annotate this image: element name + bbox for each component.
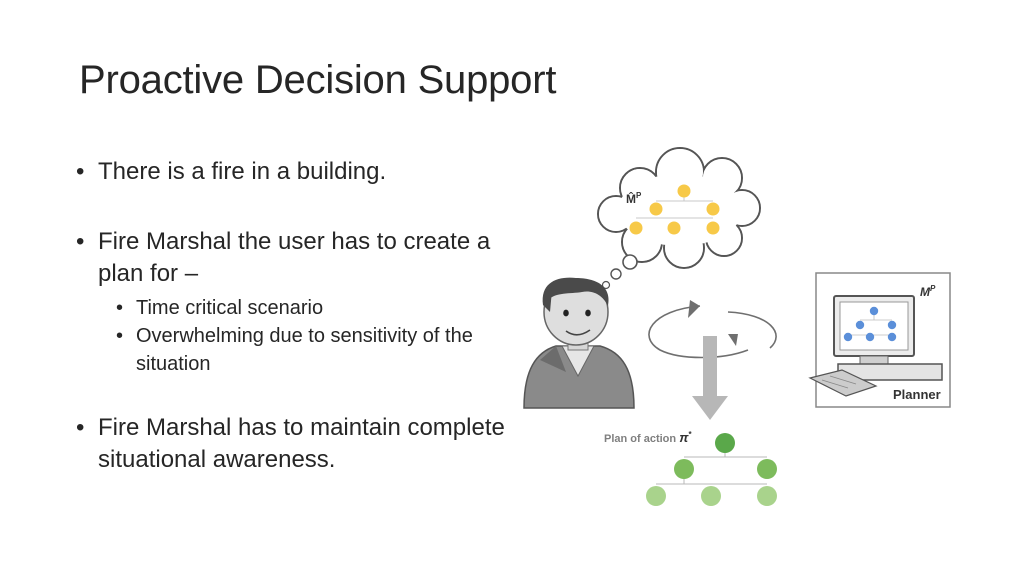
thought-bubble-large bbox=[622, 254, 638, 270]
subbullet-overwhelming: Overwhelming due to sensitivity of the s… bbox=[98, 322, 516, 378]
fire-marshal-avatar bbox=[523, 277, 635, 409]
planner-keyboard bbox=[808, 369, 878, 397]
thought-bubble-medium bbox=[610, 268, 622, 280]
bullet-fire: There is a fire in a building. bbox=[76, 156, 516, 188]
slide-title: Proactive Decision Support bbox=[79, 58, 557, 102]
subbullet-time-critical: Time critical scenario bbox=[98, 294, 516, 322]
thought-model-label: M̂P bbox=[626, 191, 642, 206]
thought-cloud: M̂P bbox=[597, 147, 761, 290]
thought-tree-nodes bbox=[629, 184, 720, 235]
planner-node bbox=[887, 320, 897, 330]
bullet-list: There is a fire in a building. Fire Mars… bbox=[76, 156, 516, 476]
thought-bubble-small bbox=[601, 280, 611, 290]
plan-label: Plan of action π* bbox=[604, 430, 692, 445]
plan-tree-nodes bbox=[646, 433, 777, 506]
cycle-arrows bbox=[648, 305, 777, 359]
planner-tree-nodes bbox=[843, 306, 897, 342]
thought-node bbox=[677, 184, 691, 198]
planner-node bbox=[869, 306, 879, 316]
bullet-awareness: Fire Marshal has to maintain complete si… bbox=[76, 412, 516, 476]
plan-leaf-node bbox=[701, 486, 721, 506]
thought-node bbox=[667, 221, 681, 235]
thought-node bbox=[706, 202, 720, 216]
thought-node bbox=[706, 221, 720, 235]
plan-of-action: Plan of action π* bbox=[604, 430, 777, 506]
cycle-arrowhead-top bbox=[688, 300, 700, 318]
planner-node bbox=[855, 320, 865, 330]
planner-node bbox=[887, 332, 897, 342]
thought-node bbox=[649, 202, 663, 216]
plan-leaf-node bbox=[646, 486, 666, 506]
down-arrow bbox=[692, 336, 728, 420]
plan-root-node bbox=[715, 433, 735, 453]
planner-label: Planner bbox=[893, 387, 941, 402]
plan-leaf-node bbox=[757, 486, 777, 506]
planner-node bbox=[865, 332, 875, 342]
thought-node bbox=[629, 221, 643, 235]
plan-mid-node bbox=[674, 459, 694, 479]
bullet-plan: Fire Marshal the user has to create a pl… bbox=[76, 226, 516, 378]
subbullet-list: Time critical scenario Overwhelming due … bbox=[98, 294, 516, 378]
bullet-plan-text: Fire Marshal the user has to create a pl… bbox=[98, 228, 491, 287]
planner-model-label: MP bbox=[920, 284, 936, 299]
cycle-arrowhead-mid bbox=[728, 334, 738, 346]
planner-computer: MP Planner bbox=[808, 272, 951, 408]
plan-mid-node bbox=[757, 459, 777, 479]
planner-node bbox=[843, 332, 853, 342]
